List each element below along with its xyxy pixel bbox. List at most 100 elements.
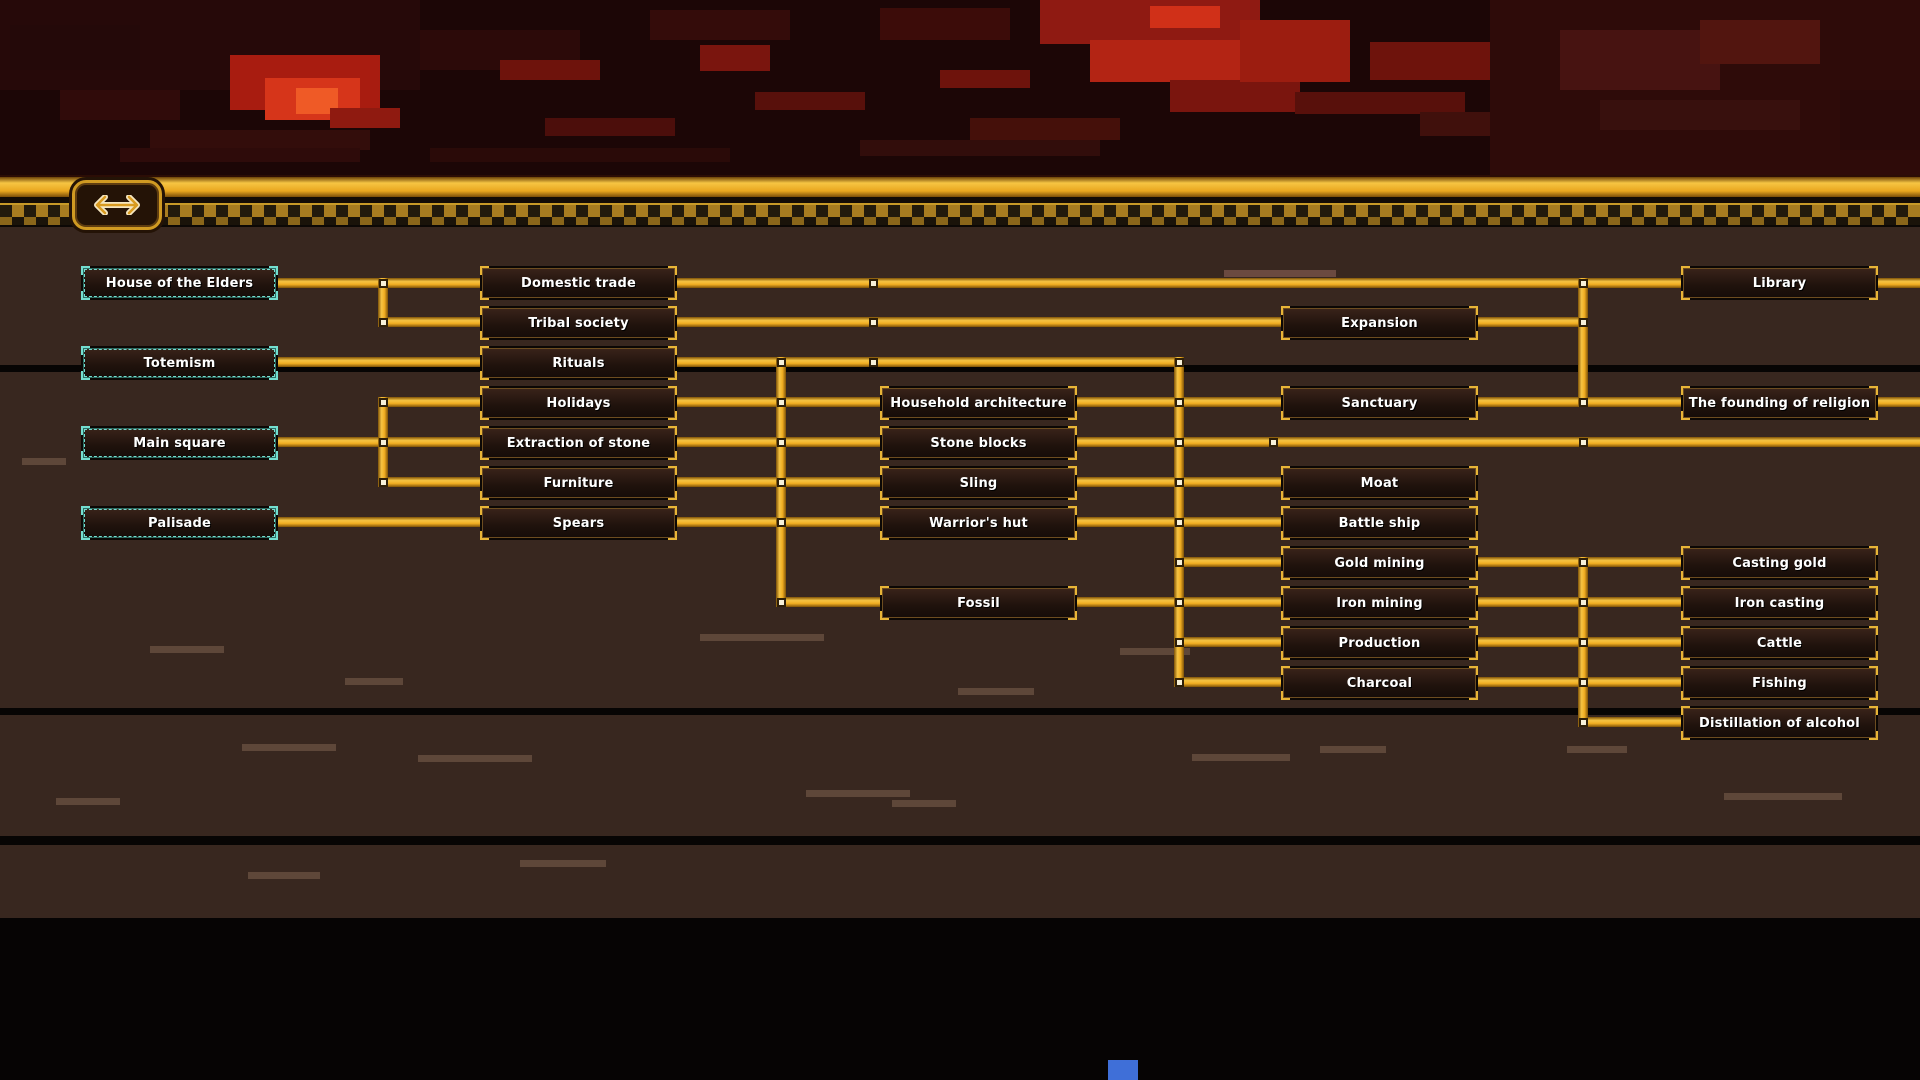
- tech-node-label: Fossil: [957, 595, 1000, 611]
- tech-node-furniture[interactable]: Furniture: [480, 466, 677, 500]
- double-arrow-icon: [94, 195, 140, 215]
- tech-node-iron-mining[interactable]: Iron mining: [1281, 586, 1478, 620]
- connection-line: [781, 597, 880, 607]
- connection-pin: [1579, 398, 1588, 407]
- tech-node-casting-gold[interactable]: Casting gold: [1681, 546, 1878, 580]
- connection-pin: [1579, 318, 1588, 327]
- connection-line: [1583, 717, 1681, 727]
- tech-node-label: Cattle: [1756, 635, 1803, 651]
- divider-line: [0, 708, 1920, 715]
- connection-pin: [777, 518, 786, 527]
- connection-pin: [379, 279, 388, 288]
- connection-pin: [1175, 558, 1184, 567]
- tech-node-gold-mining[interactable]: Gold mining: [1281, 546, 1478, 580]
- tech-node-house-of-the-elders[interactable]: House of the Elders: [81, 266, 278, 300]
- tech-node-library[interactable]: Library: [1681, 266, 1878, 300]
- connection-pin: [869, 318, 878, 327]
- tech-node-palisade[interactable]: Palisade: [81, 506, 278, 540]
- tech-node-charcoal[interactable]: Charcoal: [1281, 666, 1478, 700]
- connection-pin: [777, 398, 786, 407]
- tech-node-label: Casting gold: [1732, 555, 1827, 571]
- blue-indicator: [1108, 1060, 1138, 1080]
- tech-node-label: Gold mining: [1334, 555, 1425, 571]
- tech-node-label: Household architecture: [890, 395, 1067, 411]
- connection-pin: [1269, 438, 1278, 447]
- connection-pin: [1579, 598, 1588, 607]
- connection-line: [378, 278, 388, 327]
- tech-node-warriors-hut[interactable]: Warrior's hut: [880, 506, 1077, 540]
- connection-line: [677, 357, 1179, 367]
- tech-node-sanctuary[interactable]: Sanctuary: [1281, 386, 1478, 420]
- tech-node-iron-casting[interactable]: Iron casting: [1681, 586, 1878, 620]
- connection-pin: [1175, 518, 1184, 527]
- connection-pin: [1175, 478, 1184, 487]
- connection-pin: [379, 478, 388, 487]
- divider-line: [0, 365, 1920, 372]
- connection-pin: [1579, 718, 1588, 727]
- tech-node-label: Iron casting: [1734, 595, 1825, 611]
- connection-pin: [1175, 678, 1184, 687]
- connection-line: [1179, 557, 1281, 567]
- tech-node-tribal-society[interactable]: Tribal society: [480, 306, 677, 340]
- connection-pin: [869, 279, 878, 288]
- connection-pin: [379, 318, 388, 327]
- tech-node-moat[interactable]: Moat: [1281, 466, 1478, 500]
- tech-node-label: Sanctuary: [1341, 395, 1418, 411]
- tech-node-label: The founding of religion: [1688, 395, 1871, 411]
- tech-node-label: Distillation of alcohol: [1699, 715, 1860, 731]
- connection-pin: [1175, 598, 1184, 607]
- tech-node-label: Rituals: [552, 355, 605, 371]
- tech-node-label: Fishing: [1752, 675, 1807, 691]
- tech-node-stone-blocks[interactable]: Stone blocks: [880, 426, 1077, 460]
- top-bar-gap: [0, 197, 1920, 203]
- tech-node-fossil[interactable]: Fossil: [880, 586, 1077, 620]
- tech-node-sling[interactable]: Sling: [880, 466, 1077, 500]
- tree-collapse-button[interactable]: [72, 180, 162, 230]
- tech-node-label: Extraction of stone: [506, 435, 651, 451]
- tech-node-distillation-of-alcohol[interactable]: Distillation of alcohol: [1681, 706, 1878, 740]
- tech-node-holidays[interactable]: Holidays: [480, 386, 677, 420]
- tech-node-rituals[interactable]: Rituals: [480, 346, 677, 380]
- connection-line: [1578, 278, 1588, 407]
- connection-pin: [1579, 279, 1588, 288]
- connection-pin: [379, 438, 388, 447]
- tech-node-label: Tribal society: [528, 315, 629, 331]
- connection-line: [1878, 278, 1920, 288]
- connection-line: [677, 317, 1281, 327]
- tech-node-founding-of-religion[interactable]: The founding of religion: [1681, 386, 1878, 420]
- tech-node-totemism[interactable]: Totemism: [81, 346, 278, 380]
- tech-node-domestic-trade[interactable]: Domestic trade: [480, 266, 677, 300]
- tech-node-label: Totemism: [143, 355, 216, 371]
- connection-line: [1478, 317, 1583, 327]
- tech-node-extraction-of-stone[interactable]: Extraction of stone: [480, 426, 677, 460]
- tech-node-fishing[interactable]: Fishing: [1681, 666, 1878, 700]
- tech-node-label: Palisade: [147, 515, 212, 531]
- connection-pin: [777, 358, 786, 367]
- tech-node-label: Holidays: [546, 395, 611, 411]
- tech-node-label: Expansion: [1341, 315, 1418, 331]
- connection-line: [278, 517, 480, 527]
- tech-node-spears[interactable]: Spears: [480, 506, 677, 540]
- connection-line: [1077, 437, 1920, 447]
- tech-node-label: Iron mining: [1336, 595, 1423, 611]
- connection-pin: [1579, 438, 1588, 447]
- tech-node-label: Stone blocks: [930, 435, 1027, 451]
- connection-pin: [1175, 638, 1184, 647]
- connection-line: [1179, 677, 1281, 687]
- tech-node-label: House of the Elders: [105, 275, 254, 291]
- connection-line: [383, 397, 480, 407]
- connection-pin: [1579, 678, 1588, 687]
- tech-node-label: Battle ship: [1338, 515, 1421, 531]
- tech-node-household-architecture[interactable]: Household architecture: [880, 386, 1077, 420]
- tech-node-expansion[interactable]: Expansion: [1281, 306, 1478, 340]
- bottom-panel: [0, 918, 1920, 1080]
- tech-node-battle-ship[interactable]: Battle ship: [1281, 506, 1478, 540]
- tech-node-label: Spears: [552, 515, 605, 531]
- connection-pin: [1579, 638, 1588, 647]
- connection-pin: [379, 398, 388, 407]
- tech-node-cattle[interactable]: Cattle: [1681, 626, 1878, 660]
- ribbon-strip: [0, 203, 1920, 227]
- tech-node-main-square[interactable]: Main square: [81, 426, 278, 460]
- tech-node-production[interactable]: Production: [1281, 626, 1478, 660]
- connection-pin: [777, 478, 786, 487]
